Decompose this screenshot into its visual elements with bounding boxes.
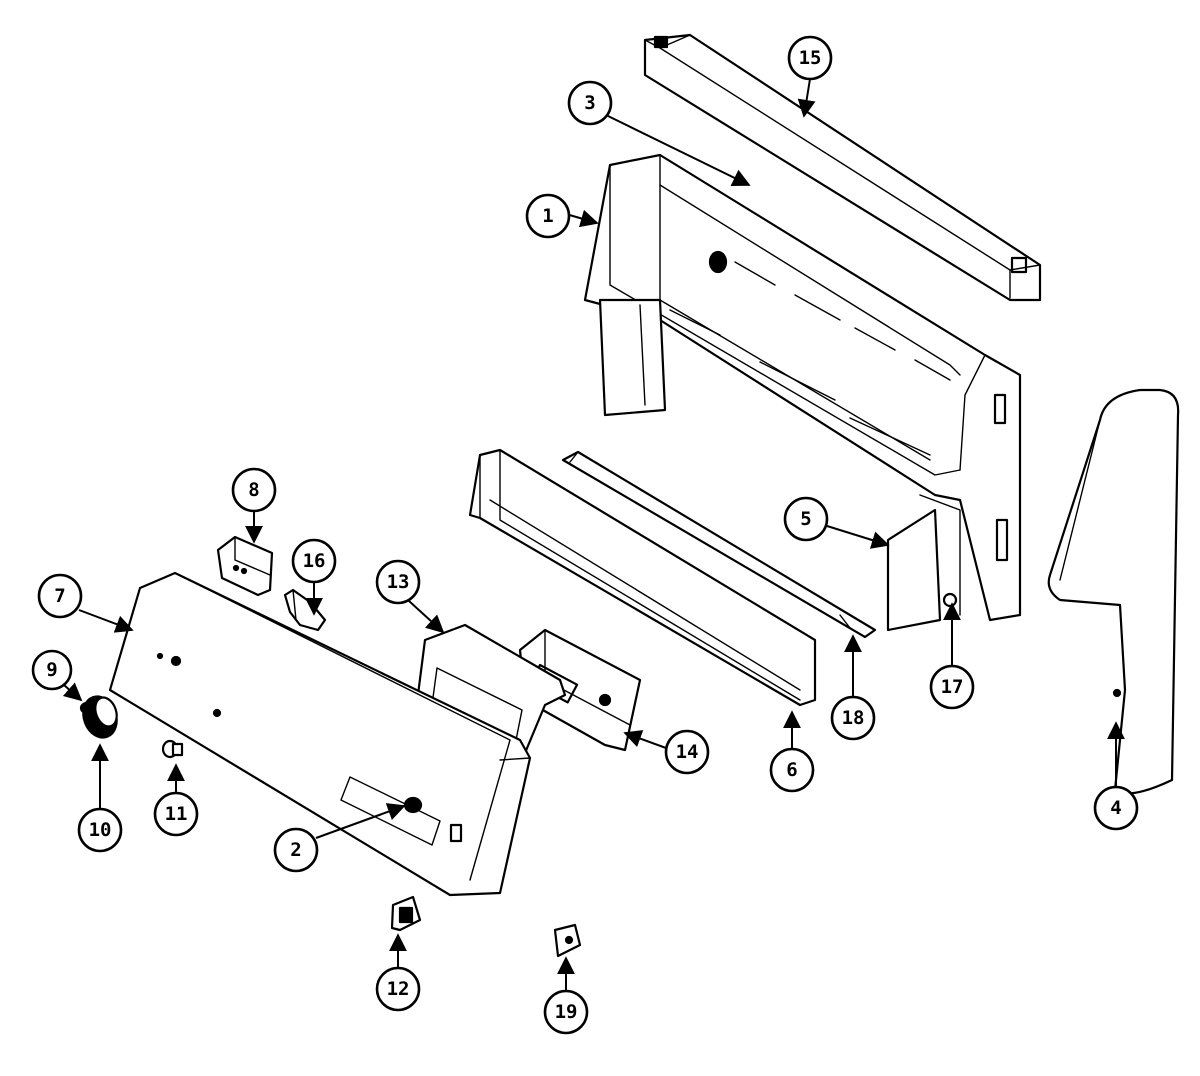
callout-label: 4 [1110,797,1121,819]
callout-label: 19 [555,1001,578,1023]
callout-14: 14 [664,729,710,775]
callout-19: 19 [543,989,589,1035]
part-end-cap [1047,388,1180,795]
part-clip [283,588,327,632]
part-rocker-switch [390,895,422,932]
callout-label: 16 [303,550,326,572]
callout-7: 7 [37,573,83,619]
callout-17: 17 [929,664,975,710]
callout-label: 12 [387,978,410,1000]
callout-label: 9 [46,659,57,681]
part-control-panel [108,571,532,897]
callout-10: 10 [77,807,123,853]
leader-lines [62,78,1125,991]
callout-label: 5 [800,508,811,530]
callout-18: 18 [830,695,876,741]
callout-label: 11 [165,803,188,825]
callout-6: 6 [769,747,815,793]
callout-label: 7 [54,585,65,607]
callout-5: 5 [783,496,829,542]
part-small-box [216,535,274,597]
callout-13: 13 [375,559,421,605]
part-angle-bar [468,448,817,707]
part-main-panel [583,153,1022,632]
part-flat-strip [561,450,877,639]
part-small-bracket [553,923,582,958]
callout-label: 1 [542,205,553,227]
callout-label: 8 [248,479,259,501]
callout-label: 2 [290,839,301,861]
part-push-button [161,739,184,759]
callout-1: 1 [525,193,571,239]
callout-9: 9 [31,649,73,691]
callout-11: 11 [153,791,199,837]
part-top-channel [643,33,1042,302]
callout-15: 15 [787,35,833,81]
part-knob [82,695,118,739]
callout-12: 12 [375,966,421,1012]
callout-label: 6 [786,759,797,781]
callout-label: 14 [676,741,699,763]
callout-label: 17 [941,676,964,698]
callout-label: 3 [584,92,595,114]
callout-4: 4 [1093,785,1139,831]
callout-2: 2 [273,827,319,873]
callout-label: 18 [842,707,865,729]
callout-3: 3 [567,80,613,126]
callout-16: 16 [291,538,337,584]
callout-8: 8 [231,467,277,513]
callout-label: 10 [89,819,112,841]
callout-label: 15 [799,47,822,69]
callout-label: 13 [387,571,410,593]
